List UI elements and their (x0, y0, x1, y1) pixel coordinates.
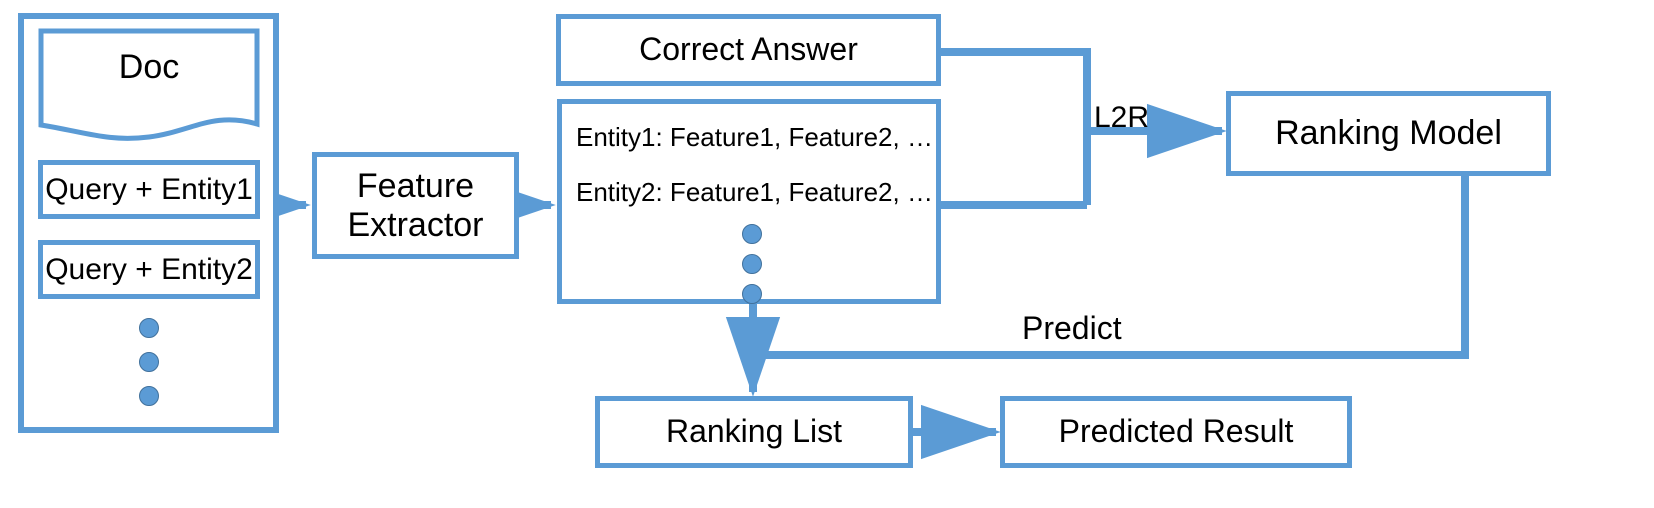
ellipsis-dot-icon (139, 386, 159, 406)
edge-correct-answer-to-junction (941, 48, 1091, 205)
entity-ellipsis-dots (742, 224, 762, 304)
entity-feature-line: Entity1: Feature1, Feature2, … (576, 122, 933, 152)
ellipsis-dot-icon (742, 284, 762, 304)
ranking-model-box[interactable]: Ranking Model (1226, 91, 1551, 176)
predicted-result-box[interactable]: Predicted Result (1000, 396, 1352, 468)
ellipsis-dot-icon (742, 224, 762, 244)
edge-label-l2r: L2R (1094, 101, 1150, 134)
entity-feature-box[interactable]: Entity1: Feature1, Feature2, … Entity2: … (557, 99, 941, 304)
doc-label: Doc (118, 48, 180, 86)
input-ellipsis-dots (139, 318, 159, 406)
ellipsis-dot-icon (139, 352, 159, 372)
ellipsis-dot-icon (139, 318, 159, 338)
entity-feature-line: Entity2: Feature1, Feature2, … (576, 177, 933, 207)
doc-shape (38, 28, 260, 141)
correct-answer-box[interactable]: Correct Answer (556, 14, 941, 86)
ellipsis-dot-icon (742, 254, 762, 274)
query-entity-2-box[interactable]: Query + Entity2 (38, 240, 260, 299)
ranking-list-box[interactable]: Ranking List (595, 396, 913, 468)
query-entity-1-box[interactable]: Query + Entity1 (38, 160, 260, 219)
feature-extractor-box[interactable]: Feature Extractor (312, 152, 519, 259)
edge-label-predict: Predict (1022, 310, 1122, 346)
